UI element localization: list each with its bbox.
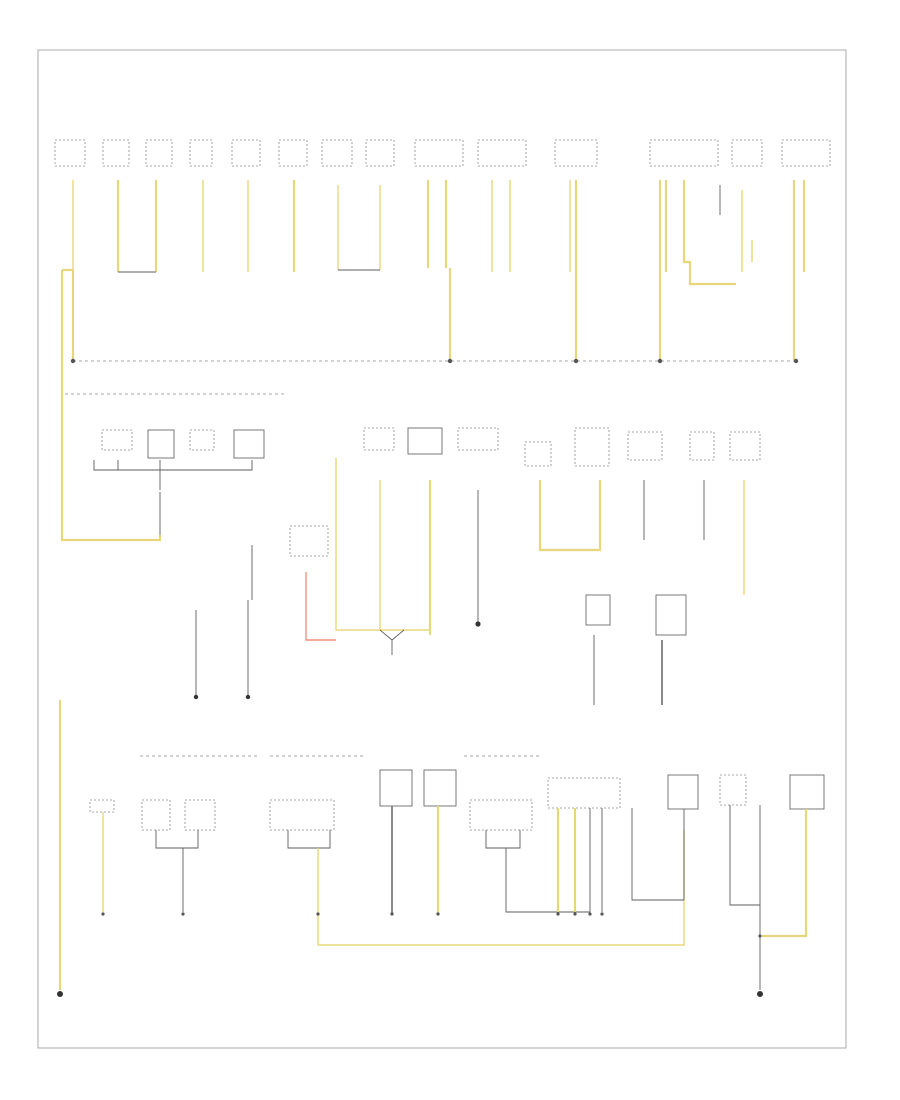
- left-middle-components: [193, 545, 253, 700]
- bottom-junctions: [316, 912, 762, 938]
- component-box: [477, 139, 527, 167]
- top-row-components: [54, 139, 831, 167]
- left-ground-point: [57, 991, 63, 997]
- component-box: [231, 139, 261, 167]
- component-box: [102, 139, 130, 167]
- component-box: [145, 139, 173, 167]
- top-row-wires: [71, 180, 806, 360]
- right-upper-components: [524, 427, 761, 705]
- component-box: [554, 139, 598, 167]
- component-box: [731, 139, 763, 167]
- component-box: [278, 139, 308, 167]
- component-box: [189, 139, 213, 167]
- component-box: [781, 139, 831, 167]
- diagram-frame: [37, 49, 847, 1049]
- component-box: [365, 139, 395, 167]
- top-bus-junctions: [70, 358, 799, 364]
- component-box: [321, 139, 353, 167]
- bottom-row-components: [89, 755, 825, 997]
- center-upper-components: [289, 427, 499, 655]
- component-box: [54, 139, 86, 167]
- component-box: [414, 139, 464, 167]
- component-box: [649, 139, 719, 167]
- left-headlight-assembly: [60, 268, 285, 542]
